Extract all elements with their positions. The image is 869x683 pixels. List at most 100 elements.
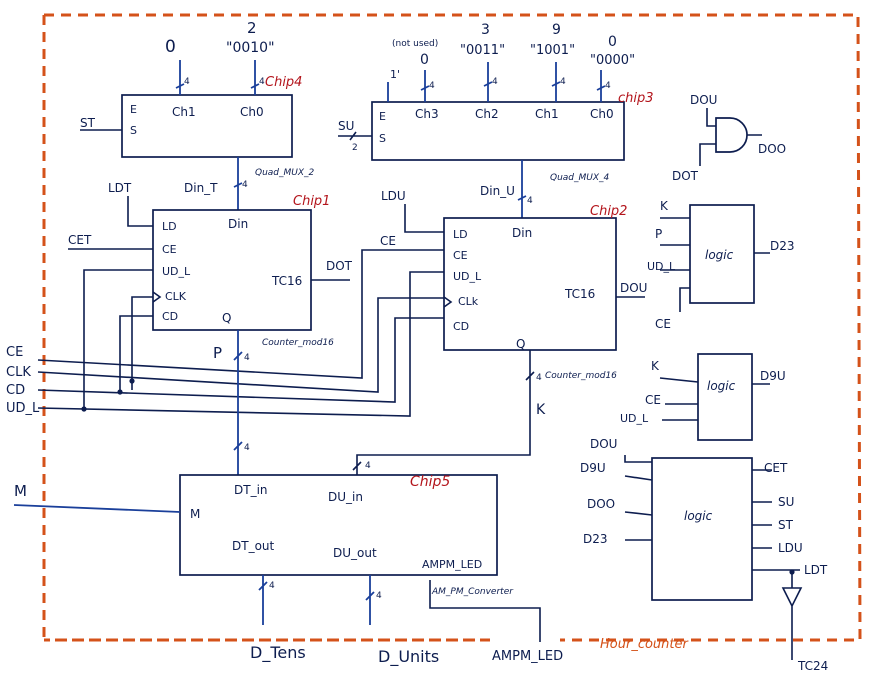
logic-output-d23-label: D23 [770,239,795,253]
signal-p-label: P [213,344,222,362]
output-tc24-label: TC24 [797,659,828,673]
chip3-label: chip3 [618,91,654,106]
control-input-doo-label: DOO [587,497,615,511]
chip4-pin-e: E [130,103,137,116]
chip4-pin-ch1: Ch1 [172,105,196,119]
chip2-pin-clk: CLk [458,295,479,308]
chip3-ch1-value: 9 [552,22,561,38]
bus-width: 4 [492,77,498,87]
logic-input-k-label: K [651,359,660,373]
logic-input-ud-l-label: UD_L [620,412,649,425]
logic-output-d9u-label: D9U [760,369,786,383]
chip4-ch1-value: 0 [165,37,176,57]
chip5-label: Chip5 [410,474,450,490]
chip4-pin-ch0: Ch0 [240,105,264,119]
control-input-dou-label: DOU [590,437,617,451]
signal-ldu-label: LDU [381,189,406,203]
chip5-name: AM_PM_Converter [431,587,514,597]
logic-input-p-label: P [655,227,662,241]
bus-width: 4 [376,591,382,601]
hour-counter-title: Hour_counter [600,637,689,652]
control-input-d9u-label: D9U [580,461,606,475]
logic-input-ce-label: CE [655,317,671,331]
bus-width: 4 [527,196,533,206]
chip4-ch0-value: 2 [247,19,257,37]
chip2-pin-ld: LD [453,228,468,241]
signal-cet-label: CET [68,233,92,247]
logic-input-ud-l-label: UD_L [647,260,676,273]
chip2-pin-ce: CE [453,249,468,262]
bus-width: 4 [536,373,542,383]
chip2-name: Counter_mod16 [545,371,617,381]
chip4-bus-width: 4 [184,77,190,87]
chip5-am-pm-converter: M DT_in DU_in DT_out DU_out AMPM_LED Chi… [179,474,514,597]
signal-dou-label: DOU [620,281,647,295]
chip3-ch1-binary: "1001" [530,43,575,58]
and-gate-doo: DOU DOT DOO [672,93,786,183]
logic-block-d9u: logic K CE UD_L D9U [620,353,786,441]
chip2-pin-q: Q [516,337,525,351]
logic-label: logic [684,509,713,523]
chip5-pin-dt-in: DT_in [234,483,268,497]
logic-block-control: logic DOU D9U DOO D23 CET SU ST LDU LDT [580,437,828,601]
signal-su-label: SU [338,119,354,133]
control-output-cet-label: CET [764,461,788,475]
chip1-name: Counter_mod16 [262,338,334,348]
chip1-counter-mod16: LD CE UD_L CLK CD Din TC16 Q Chip1 Count… [152,194,334,348]
chip3-pin-ch1: Ch1 [535,107,559,121]
chip3-pin-ch0: Ch0 [590,107,614,121]
chip3-ch3-value: 0 [420,52,429,68]
chip3-pin-ch3: Ch3 [415,107,439,121]
chip1-pin-ce: CE [162,243,177,256]
chip3-ch2-binary: "0011" [460,43,505,58]
chip2-pin-din: Din [512,226,532,240]
signal-dot-label: DOT [326,259,353,273]
logic-input-ce-label: CE [645,393,661,407]
signal-m-label: M [14,482,27,500]
chip4-label: Chip4 [265,75,302,90]
and-input-dot-label: DOT [672,169,699,183]
chip5-pin-dt-out: DT_out [232,539,275,553]
signal-ldt-label: LDT [108,181,132,195]
signal-cd-input-label: CD [6,383,25,398]
chip1-pin-clk: CLK [165,290,187,303]
chip5-pin-du-in: DU_in [328,490,363,504]
chip3-pin-ch2: Ch2 [475,107,499,121]
bus-width: 4 [242,180,248,190]
chip3-quad-mux-4: E S Ch3 Ch2 Ch1 Ch0 chip3 Quad_MUX_4 [371,91,654,183]
chip5-pin-ampm-led: AMPM_LED [422,558,482,571]
chip2-pin-ud-l: UD_L [453,270,482,283]
chip3-name: Quad_MUX_4 [550,173,610,183]
signal-ce-input-label: CE [6,345,23,360]
logic-block-d23: logic K P UD_L CE D23 [647,199,795,331]
chip3-ch3-note: (not used) [392,39,438,49]
chip2-pin-tc16: TC16 [564,287,595,301]
and-output-doo-label: DOO [758,142,786,156]
logic-input-k-label: K [660,199,669,213]
output-d-units-label: D_Units [378,647,439,667]
control-output-ldu-label: LDU [778,541,803,555]
chip2-pin-cd: CD [453,320,469,333]
bus-width: 4 [429,81,435,91]
bus-width: 4 [269,581,275,591]
chip3-ch2-value: 3 [481,22,490,38]
and-input-dou-label: DOU [690,93,717,107]
signal-clk-input-label: CLK [6,365,31,380]
chip5-pin-du-out: DU_out [333,546,377,560]
chip3-enable-value: 1' [390,68,400,81]
control-output-su-label: SU [778,495,794,509]
chip1-pin-cd: CD [162,310,178,323]
bus-width: 2 [352,143,358,153]
logic-label: logic [707,379,736,393]
chip3-ch0-value: 0 [608,34,617,50]
signal-ce-label: CE [380,234,396,248]
chip4-quad-mux-2: E S Ch1 Ch0 Chip4 Quad_MUX_2 [121,75,315,178]
control-output-st-label: ST [778,518,794,532]
signal-din-u-label: Din_U [480,184,515,198]
bus-width: 4 [605,81,611,91]
chip1-label: Chip1 [293,194,330,209]
control-output-ldt-label: LDT [804,563,828,577]
output-ampm-led-label: AMPM_LED [492,649,563,664]
signal-k-label: K [536,402,546,418]
